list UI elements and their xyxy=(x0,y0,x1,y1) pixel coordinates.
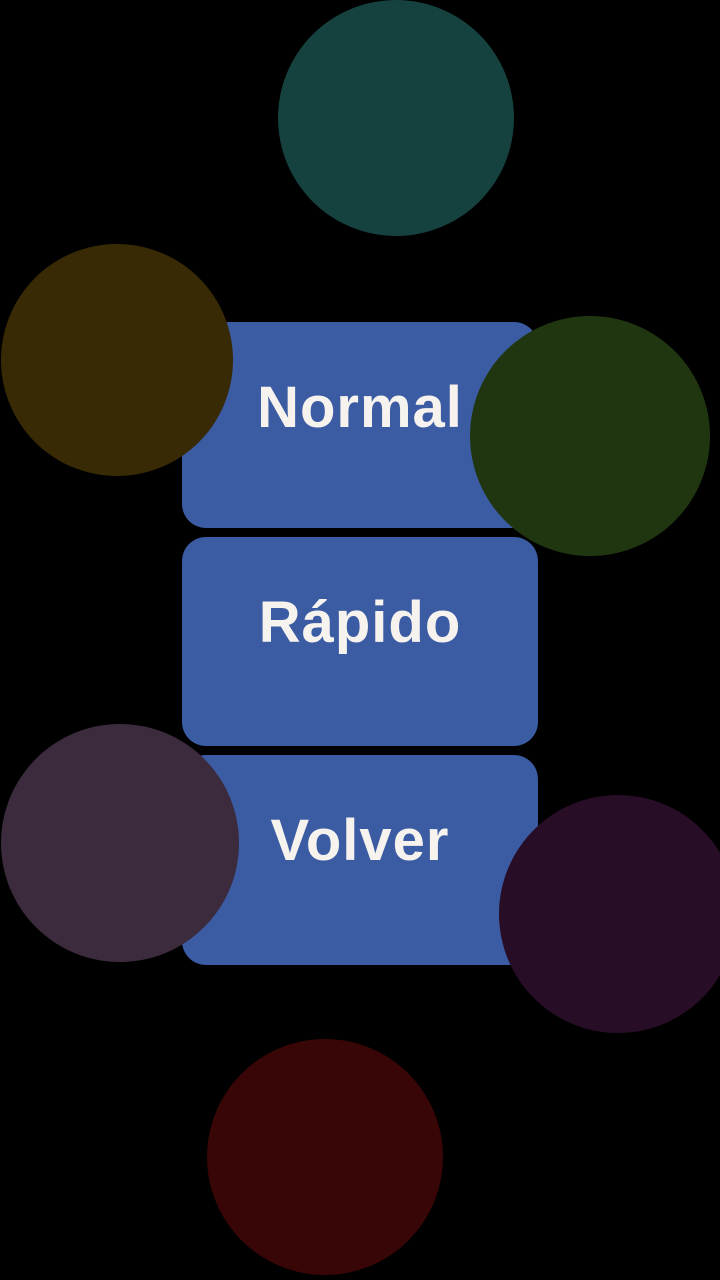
menu-button-normal-label: Normal xyxy=(257,375,463,440)
menu-button-normal[interactable]: Normal xyxy=(182,322,538,528)
menu-button-rapido-label: Rápido xyxy=(258,590,462,655)
menu-button-volver-label: Volver xyxy=(270,808,450,873)
menu-button-volver[interactable]: Volver xyxy=(182,755,538,965)
menu-button-rapido[interactable]: Rápido xyxy=(182,537,538,746)
